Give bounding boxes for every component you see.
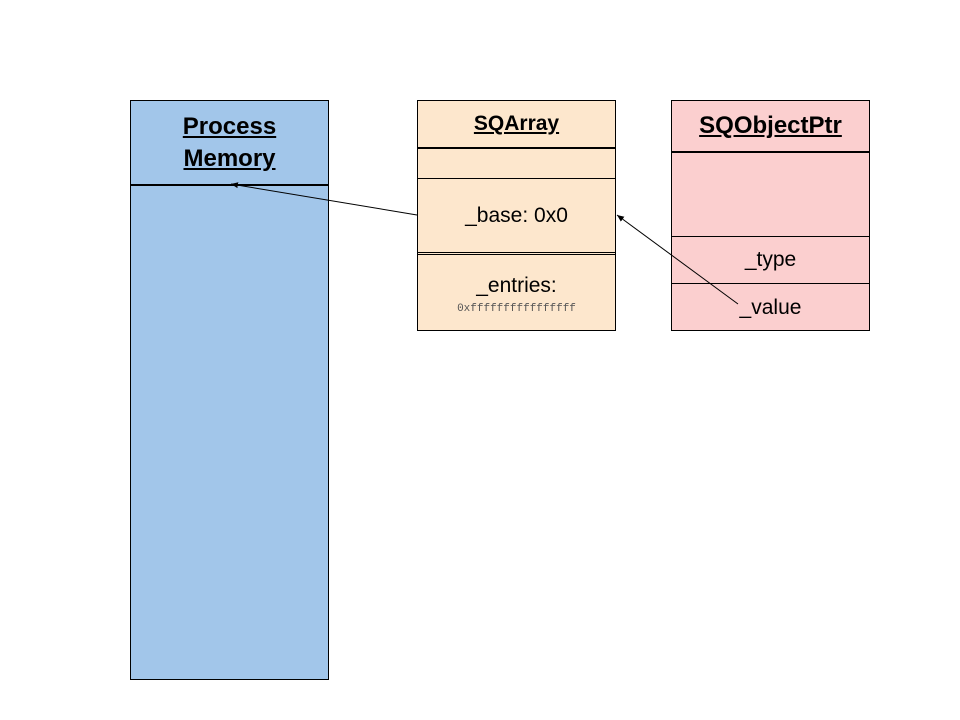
sqobjectptr-empty-row	[672, 153, 869, 237]
sqobjectptr-box: SQObjectPtr _type _value	[671, 100, 870, 331]
process-memory-title-line1: Process	[182, 112, 277, 140]
sqobjectptr-title: SQObjectPtr	[672, 101, 869, 153]
sqarray-title: SQArray	[418, 101, 615, 149]
sqarray-empty-row	[418, 149, 615, 179]
sqarray-entries-value: 0xffffffffffffffff	[457, 303, 576, 315]
process-memory-box: Process Memory	[130, 100, 329, 680]
base-to-process-memory-arrow	[230, 182, 418, 216]
value-to-base-arrow	[616, 214, 739, 305]
sqarray-base-field: _base: 0x0	[418, 179, 615, 255]
sqarray-entries-field: _entries: 0xffffffffffffffff	[418, 258, 615, 331]
sqobjectptr-type-field: _type	[672, 237, 869, 284]
process-memory-title-line2: Memory	[183, 144, 276, 172]
sqobjectptr-value-field: _value	[739, 295, 802, 319]
sqarray-entries-label: _entries:	[476, 274, 557, 297]
sqarray-box: SQArray _base: 0x0 _entries: 0xfffffffff…	[417, 100, 616, 331]
process-memory-title: Process Memory	[131, 101, 328, 186]
